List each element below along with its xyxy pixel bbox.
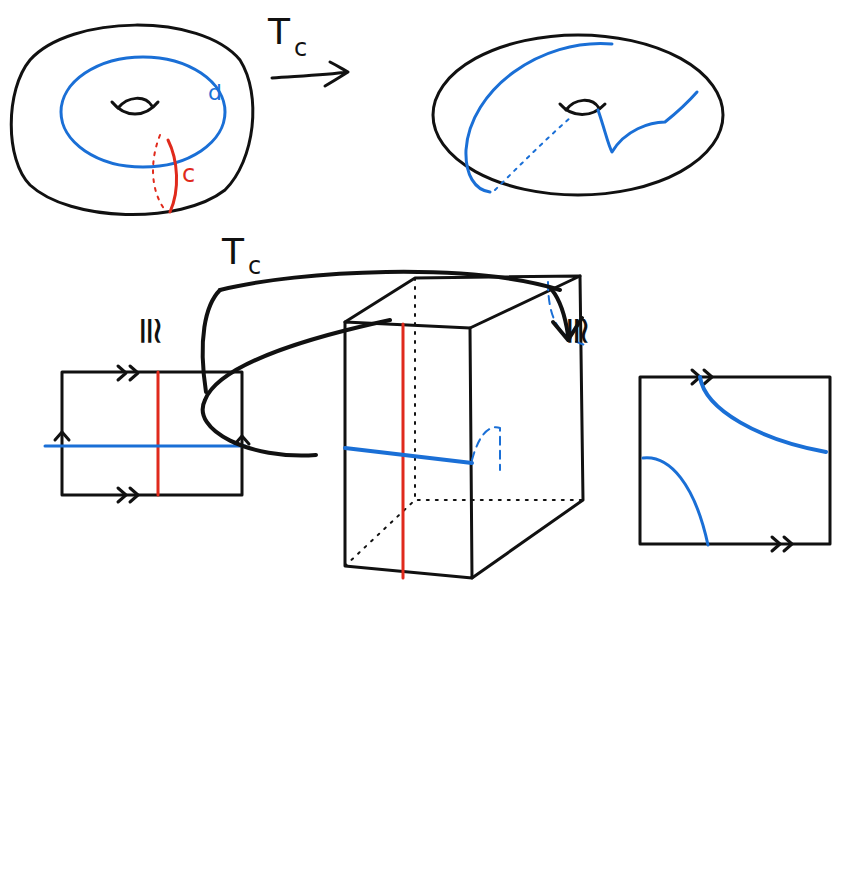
twist-label: T xyxy=(268,14,290,50)
square-after xyxy=(640,370,830,551)
curve-label: d xyxy=(208,82,222,104)
map-arrow xyxy=(272,62,348,86)
homeomorphism-symbol: ≅ xyxy=(132,315,170,347)
homeomorphism-symbol: ≅ xyxy=(559,315,597,347)
twist-subscript: c xyxy=(248,254,261,278)
cube xyxy=(203,272,585,578)
curve-label: c xyxy=(182,162,195,186)
torus-before xyxy=(11,25,253,214)
torus-after xyxy=(433,35,723,195)
twist-subscript: c xyxy=(294,36,307,60)
twist-label: T xyxy=(222,234,244,270)
